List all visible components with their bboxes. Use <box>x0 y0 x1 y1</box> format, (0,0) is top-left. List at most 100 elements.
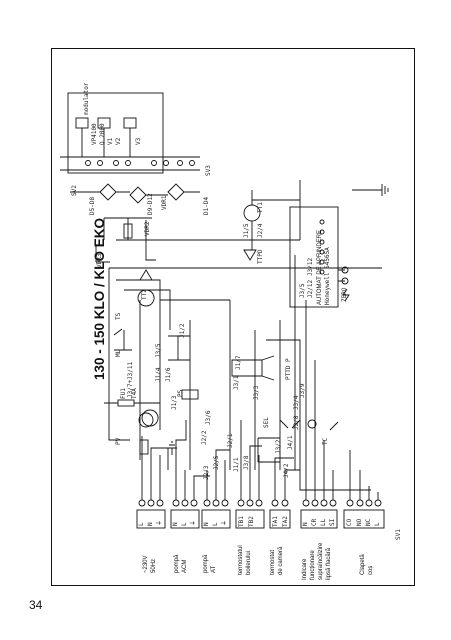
pin-fi-ll: LL <box>320 518 327 526</box>
pin-ta2: TA2 <box>282 516 289 527</box>
d1-d4-label: D1-D4 <box>203 197 210 215</box>
diagram-title: 130 - 150 KLO / KLO EKO <box>92 218 107 380</box>
label-boiler-thermostat-line2: boilerului <box>246 551 252 575</box>
pin-cf-nc: NC <box>365 518 372 526</box>
terminal-flame-indicator <box>300 509 338 529</box>
j-label-16: J4/1 <box>287 435 294 450</box>
label-pump-at-line1: pompă <box>203 554 209 573</box>
j-label-23: J2/1 <box>227 433 234 448</box>
label-pump-at-line2: AT <box>211 565 217 573</box>
pin-tb1: TB1 <box>238 516 245 527</box>
label-flame-indicator-line1: Indicare <box>302 558 308 580</box>
automat-box <box>289 206 339 308</box>
j-label-27: J3/3 <box>253 385 260 400</box>
zero-label: ZERO <box>341 287 348 302</box>
sel-label: SEL <box>263 417 270 428</box>
label-chimney-flap-line1: Clapetă <box>360 554 366 575</box>
j-label-21: J3/6 <box>205 410 212 425</box>
label-flame-indicator-line4: lipsă flacără <box>326 547 332 580</box>
v3-label: V3 <box>135 137 142 145</box>
pin-acm-n: N <box>172 522 179 526</box>
label-pump-acm-line2: ACM <box>182 560 188 573</box>
modulator-label: modulator <box>83 82 90 115</box>
label-supply-line1: ~230V <box>143 555 149 573</box>
j-label-1: J1/5 <box>243 223 250 238</box>
pin-acm-ground: ⏚ <box>190 520 197 526</box>
label-supply-line2: 50Hz <box>151 559 157 573</box>
tt2-label: TT2 <box>141 289 148 300</box>
ml-label: ML <box>115 349 122 357</box>
valve-block <box>67 92 164 174</box>
j-label-10: J3/7+J3/11 <box>127 361 134 398</box>
v1-label: V1 <box>107 137 114 145</box>
j-label-13: J3/4 <box>293 395 300 410</box>
terminal-pump-at <box>201 509 231 529</box>
vdr1-label: VDR1 <box>161 195 168 210</box>
terminal-chimney-flap <box>343 509 385 529</box>
j-label-17: J4/2 <box>283 463 290 478</box>
d5-d8-label: D5-D8 <box>89 197 96 215</box>
fu1-label: FU1 <box>120 388 127 399</box>
label-boiler-thermostat-line1: termostatul <box>238 545 244 575</box>
page-number: 34 <box>29 598 43 612</box>
ps-label: PS <box>177 389 184 397</box>
terminal-room-thermostat <box>269 509 291 529</box>
j-label-15: J2/3 <box>203 465 210 480</box>
j-label-5: J3/12 <box>307 258 314 276</box>
tc-label: TC <box>322 437 329 445</box>
ts-label: TS <box>115 312 122 320</box>
pin-ta1: TA1 <box>272 516 279 527</box>
valve-model-1: VP4100 <box>91 123 98 145</box>
pin-cf-l: L <box>374 522 381 526</box>
automat-title: AUTOMAT DE APRINDERE <box>317 230 323 305</box>
valve-model-2: Q 2000 <box>99 123 106 145</box>
j-label-11: J1/3 <box>171 395 178 410</box>
vdr3-label: VDR3 <box>96 253 103 268</box>
pin-supply-n: N <box>147 522 154 526</box>
pin-at-ground: ⏚ <box>221 520 228 526</box>
j-label-26: J3/9 <box>299 383 306 398</box>
label-pump-acm-line1: pompă <box>174 554 180 573</box>
automat-subtitle: Honeywell S4565A <box>324 247 331 305</box>
pin-fi-cr: CR <box>311 518 318 526</box>
sv3-label: SV3 <box>205 165 212 176</box>
j-label-24: J1/7 <box>235 355 242 370</box>
j-label-7: J1/4 <box>155 367 162 382</box>
label-room-thermostat-line1: termostat <box>270 550 276 575</box>
terminal-pump-acm <box>170 509 200 529</box>
label-chimney-flap-line2: coș <box>368 566 374 575</box>
ttpd-label: TTPD <box>257 249 264 264</box>
pin-cf-co: CO <box>346 518 353 526</box>
pin-at-l: L <box>212 522 219 526</box>
label-room-thermostat-line2: de cameră <box>278 546 284 575</box>
j-label-4: J2/12 <box>307 280 314 298</box>
pin-supply-l: L <box>138 522 145 526</box>
sv1-label: SV1 <box>395 529 402 540</box>
sv2-label: SV2 <box>71 185 78 196</box>
t4a-label: T4A <box>131 388 138 399</box>
pin-at-n: N <box>203 522 210 526</box>
pin-cf-no: NO <box>356 518 363 526</box>
j-label-3: J3/5 <box>299 283 306 298</box>
pv-label: PV <box>115 437 122 445</box>
label-flame-indicator-line2: funcționare <box>310 550 316 580</box>
j-label-6: J1/2 <box>179 323 186 338</box>
pin-supply-ground: ⏚ <box>156 520 163 526</box>
tt1-label: TT1 <box>257 202 264 213</box>
j-label-18: J2/8 <box>293 415 300 430</box>
vdr2-label: VDR2 <box>144 221 151 236</box>
terminal-supply <box>136 509 166 529</box>
j-label-20: J1/1 <box>233 457 240 472</box>
pttd-p-label: PTTD P <box>285 358 292 380</box>
j-label-22: J3/8 <box>243 455 250 470</box>
d9-d12-label: D9-D12 <box>147 193 154 215</box>
v2-label: V2 <box>115 137 122 145</box>
pin-acm-l: L <box>181 522 188 526</box>
j-label-14: J2/5 <box>213 455 220 470</box>
j-label-2: J2/4 <box>257 223 264 238</box>
j-label-25: J3/2 <box>275 439 282 454</box>
j-label-12: J3/1 <box>233 375 240 390</box>
pin-fi-n: N <box>302 522 309 526</box>
j-label-9: J1/6 <box>165 367 172 382</box>
